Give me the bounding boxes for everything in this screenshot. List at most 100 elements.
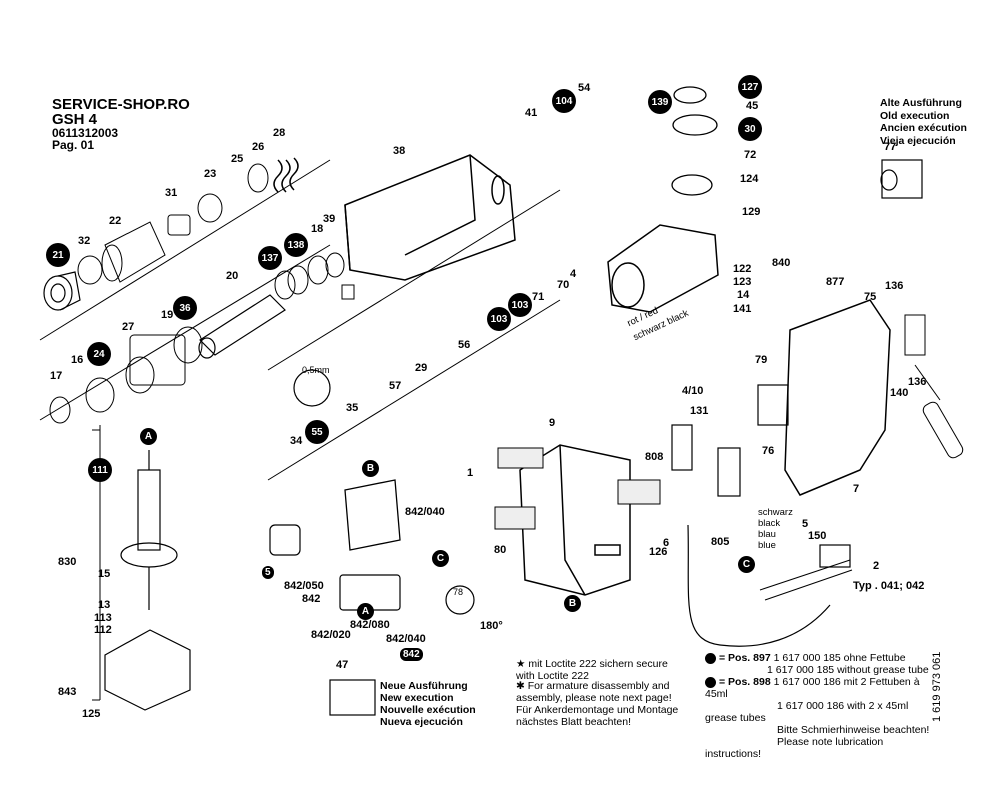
label-1: 9 [549, 417, 556, 429]
fan-housing-843 [104, 629, 191, 711]
part-339 [341, 284, 355, 300]
page-number: Pag. 01 [52, 138, 95, 152]
part-number: 0611312003 [52, 126, 119, 140]
badge-21: 21 [46, 243, 70, 267]
label-70: 4 [570, 268, 577, 280]
spring-28 [273, 157, 299, 193]
badge-36: 36 [173, 296, 197, 320]
part-31 [167, 214, 191, 236]
label-112: 112 [94, 624, 112, 636]
label-840: 840 [772, 257, 791, 269]
label-78: 77 [884, 141, 897, 153]
label-141: 141 [733, 303, 752, 315]
label-805: 5 [802, 518, 809, 530]
label-126: 6 [663, 537, 670, 549]
label-842-050: 842 [302, 593, 321, 605]
catalog-number: 1 619 973 061 [931, 651, 943, 722]
label-34: 34 [290, 435, 303, 447]
part-76 [757, 384, 789, 426]
label-125: 125 [82, 708, 101, 720]
pos-897-line: 1 617 000 185 without grease tube [767, 664, 929, 677]
axis-line-middle [267, 189, 561, 371]
tool-holder-group [49, 334, 186, 424]
label-17: 17 [50, 370, 63, 382]
old-execution-block: Alte Ausführung Old execution Ancien exé… [880, 97, 967, 147]
label-45: 45 [746, 100, 759, 112]
old-exec-line: Vieja ejecución [880, 134, 956, 147]
new-exec-line: Nouvelle exécution [380, 704, 476, 717]
label-5: 150 [808, 530, 827, 542]
badge-127: 127 [738, 75, 762, 99]
pos-898-line: 1 617 000 186 mit 2 Fettuben à 45ml [705, 676, 920, 701]
new-exec-line: Neue Ausführung [380, 680, 468, 692]
grease-898-block: = Pos. 898 1 617 000 186 mit 2 Fettuben … [705, 676, 940, 760]
switch-4 [671, 424, 693, 471]
cable-6 [687, 524, 831, 647]
label-55: 57 [389, 380, 402, 392]
label-124: 124 [740, 173, 759, 185]
ring-32 [77, 255, 103, 285]
label-25: 25 [231, 153, 244, 165]
badge-103: 103 [508, 293, 532, 317]
label-9: 808 [645, 451, 664, 463]
carbon-brush-detail [269, 524, 301, 556]
callout-C2: C [738, 556, 755, 573]
label-15: 15 [98, 568, 111, 580]
badge-138: 138 [284, 233, 308, 257]
model-title: GSH 4 [52, 111, 98, 128]
screwdriver [914, 364, 964, 459]
shop-title: SERVICE-SHOP.RO [52, 96, 190, 113]
label-72: 72 [744, 149, 757, 161]
detail-circle-0-5mm [293, 369, 331, 407]
armature-text: For armature disassembly and assembly, p… [516, 680, 679, 729]
label-842-020b: 47 [336, 659, 349, 671]
grease-897-block: = Pos. 897 1 617 000 185 ohne Fettube 1 … [705, 652, 935, 676]
new-brush-assembly [329, 679, 376, 716]
old-exec-line: Alte Ausführung [880, 97, 962, 109]
grease-dot-icon [705, 652, 716, 664]
label-41: 41 [525, 107, 538, 119]
label-16: 16 [71, 354, 84, 366]
pos-897-line: 1 617 000 185 ohne Fettube [773, 652, 906, 664]
armature-15 [120, 450, 178, 610]
field-coil-2 [344, 479, 401, 551]
label-14: 14 [737, 289, 750, 301]
label-140: 136 [908, 376, 927, 388]
axis-line-middle-2 [267, 299, 561, 481]
part-23 [197, 193, 223, 223]
ring-138 [287, 265, 309, 295]
crank-housing-840 [607, 224, 719, 313]
label-57: 56 [458, 339, 471, 351]
new-execution-block: Neue Ausführung New execution Nouvelle e… [380, 680, 476, 728]
wire-5 [764, 569, 853, 601]
label-39: 39 [323, 213, 336, 225]
label-26: 26 [252, 141, 265, 153]
label-0-5mm: 0,5mm [302, 365, 330, 375]
part-77 [881, 159, 923, 199]
label-136: 136 [885, 280, 904, 292]
label-842: 842/020 [311, 629, 351, 641]
pos-898-line: Please note lubrication instructions! [705, 736, 884, 761]
label-4: 4/10 [682, 385, 704, 397]
label-7: 126 [649, 546, 668, 558]
label-19: 19 [161, 309, 174, 321]
label-842-080: 842/050 [284, 580, 324, 592]
callout-B: B [362, 460, 379, 477]
ring-39 [325, 252, 345, 278]
label-129: 129 [742, 206, 761, 218]
label-76: 79 [755, 354, 768, 366]
wire-805 [759, 559, 851, 591]
gear-45 [672, 114, 718, 136]
label-131 [497, 447, 544, 469]
badge-103b: 103 [487, 307, 511, 331]
handle-877 [784, 299, 891, 496]
label-56: 71 [532, 291, 545, 303]
pos-898-label: = Pos. 898 [719, 676, 771, 688]
label-113: 113 [94, 612, 112, 624]
callout-C: C [432, 550, 449, 567]
badge-104: 104 [552, 89, 576, 113]
label-9 [617, 479, 661, 505]
label-18: 18 [311, 223, 324, 235]
part-78 [880, 169, 898, 191]
label-28: 28 [273, 127, 286, 139]
